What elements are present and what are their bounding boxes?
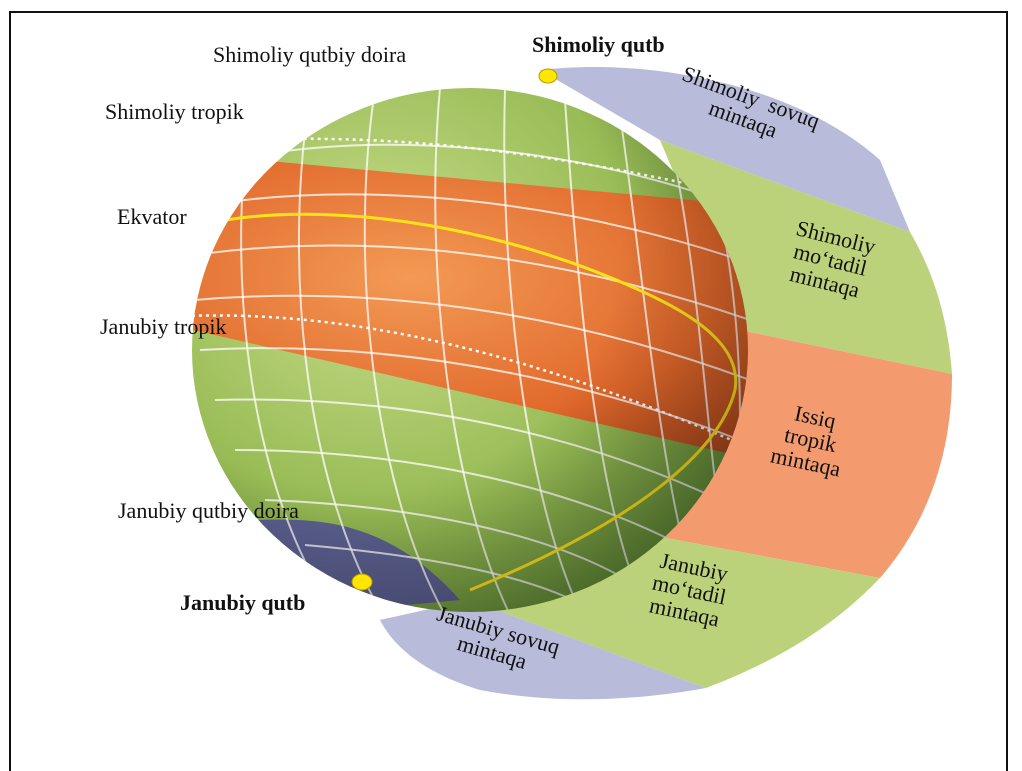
south-pole-label: Janubiy qutb — [180, 590, 306, 615]
equator-label: Ekvator — [117, 204, 187, 229]
tropic-of-cancer-label: Shimoliy tropik — [105, 99, 244, 124]
figure-frame — [9, 11, 1008, 771]
zone-label-south-temperate: Janubiy mo‘tadil mintaqa — [647, 547, 731, 632]
north-pole-label: Shimoliy qutb — [532, 32, 665, 57]
zone-band-south-cold — [380, 600, 706, 700]
zone-band-north-cold — [540, 66, 910, 232]
tropic-of-capricorn-label: Janubiy tropik — [100, 314, 227, 339]
north-pole-marker — [538, 68, 558, 84]
south-pole-marker — [351, 573, 373, 591]
north-polar-circle-label: Shimoliy qutbiy doira — [213, 42, 407, 67]
zone-label-hot-tropical: Issiq tropik mintaqa — [768, 400, 843, 482]
south-polar-circle-label: Janubiy qutbiy doira — [118, 498, 299, 523]
zone-band-north-temperate — [660, 140, 952, 374]
